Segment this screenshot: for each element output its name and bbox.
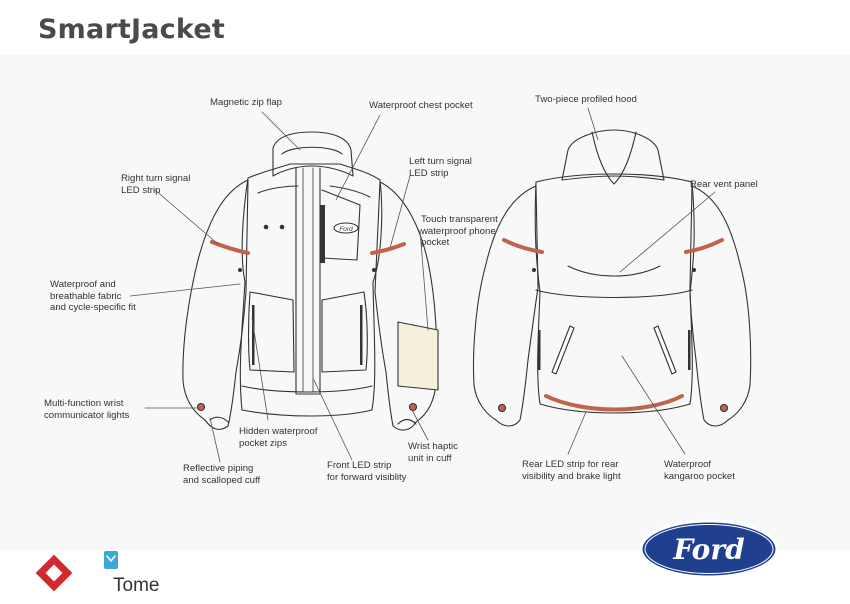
diagram-panel bbox=[0, 55, 850, 550]
ford-logo: Ford bbox=[639, 519, 779, 579]
leader-lines bbox=[129, 107, 716, 463]
label-rear-vent: Rear vent panel bbox=[690, 179, 758, 190]
label-magnetic-zip: Magnetic zip flap bbox=[210, 97, 282, 108]
page-title: SmartJacket bbox=[38, 14, 225, 45]
front-jacket: Ford bbox=[182, 131, 439, 431]
label-hood: Two-piece profiled hood bbox=[535, 94, 637, 105]
label-chest-pocket: Waterproof chest pocket bbox=[369, 100, 473, 111]
tome-logo bbox=[35, 551, 118, 592]
chest-ford-logo: Ford bbox=[339, 226, 353, 233]
tome-wordmark: Tome bbox=[113, 575, 160, 596]
ford-logo-text: Ford bbox=[672, 533, 744, 566]
back-jacket bbox=[472, 129, 752, 427]
